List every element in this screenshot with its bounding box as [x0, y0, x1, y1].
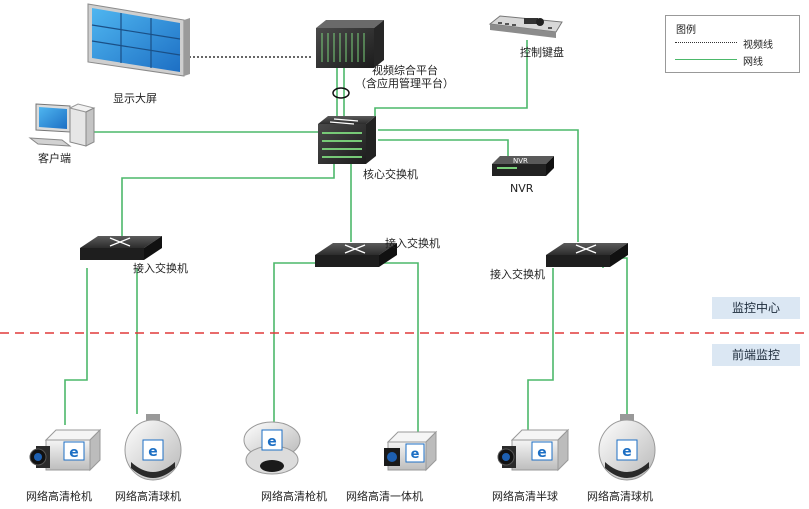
- half-dome-camera-5-icon: e: [497, 428, 570, 472]
- bullet-camera-1-icon: e: [29, 428, 102, 472]
- core-switch-icon: [318, 116, 376, 164]
- link-switch-right-cam5: [527, 268, 554, 430]
- svg-text:e: e: [267, 434, 277, 450]
- access-switch-right-icon: [546, 243, 628, 267]
- label-camera-5: 网络高清半球: [492, 490, 558, 503]
- label-camera-1: 网络高清枪机: [26, 490, 92, 503]
- svg-text:e: e: [148, 444, 158, 460]
- label-video-platform-line1: 视频综合平台: [372, 64, 438, 77]
- legend: 图例 视频线 网线: [665, 15, 800, 73]
- dome-camera-2-icon: e: [124, 414, 182, 481]
- access-switch-left-icon: [80, 236, 162, 260]
- legend-network-line-swatch: [675, 59, 737, 60]
- link-switch-left-cam1: [64, 268, 88, 425]
- label-camera-4: 网络高清一体机: [346, 490, 423, 503]
- link-switch-right-cam6: [602, 257, 628, 414]
- link-core-switch-right: [378, 129, 579, 242]
- dome-camera-6-icon: e: [598, 414, 656, 481]
- cable-bundle-mark: [332, 87, 350, 99]
- label-access-switch-left: 接入交换机: [133, 262, 188, 275]
- svg-text:e: e: [537, 445, 547, 461]
- label-nvr-badge: NVR: [513, 157, 528, 165]
- link-keyboard-core: [374, 40, 528, 120]
- link-switch-mid-cam4: [377, 262, 419, 435]
- access-switch-mid-icon: [315, 243, 397, 267]
- label-access-switch-right: 接入交换机: [490, 268, 545, 281]
- label-control-keyboard: 控制键盘: [520, 46, 564, 59]
- label-core-switch: 核心交换机: [363, 168, 418, 181]
- svg-text:e: e: [69, 445, 79, 461]
- link-core-nvr: [378, 139, 509, 160]
- label-camera-6: 网络高清球机: [587, 490, 653, 503]
- zone-monitoring-center: 监控中心: [712, 297, 800, 319]
- label-nvr: NVR: [510, 182, 534, 195]
- link-core-switch-left: [121, 152, 335, 248]
- legend-video-line-swatch: [675, 42, 737, 43]
- label-client: 客户端: [38, 152, 71, 165]
- link-switch-mid-cam3: [273, 262, 327, 422]
- nvr-icon: [492, 156, 554, 176]
- video-platform-icon: [316, 20, 384, 68]
- display-wall-icon: [87, 3, 190, 77]
- zone-front-end: 前端监控: [712, 344, 800, 366]
- legend-video-line-label: 视频线: [743, 40, 773, 51]
- control-keyboard-icon: [488, 15, 563, 38]
- dome-camera-3-icon: e: [243, 421, 301, 475]
- label-access-switch-mid: 接入交换机: [385, 237, 440, 250]
- legend-network-line-label: 网线: [743, 57, 763, 68]
- label-camera-2: 网络高清球机: [115, 490, 181, 503]
- client-pc-icon: [28, 103, 96, 147]
- box-camera-4-icon: e: [384, 430, 438, 472]
- label-display-wall: 显示大屏: [113, 92, 157, 105]
- label-video-platform-line2: （含应用管理平台）: [355, 77, 454, 90]
- svg-text:e: e: [411, 447, 420, 462]
- legend-title: 图例: [676, 25, 696, 36]
- svg-text:e: e: [622, 444, 632, 460]
- label-camera-3: 网络高清枪机: [261, 490, 327, 503]
